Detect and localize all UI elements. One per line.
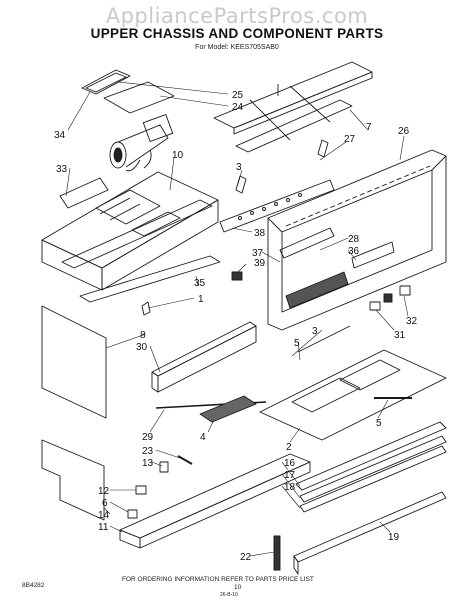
part-23 xyxy=(177,455,193,465)
part-frame-7 xyxy=(213,61,373,153)
callout-10: 10 xyxy=(172,150,184,161)
callout-32: 32 xyxy=(406,316,418,327)
callout-5-lower: 5 xyxy=(376,418,382,429)
callout-17: 17 xyxy=(284,470,296,481)
watermark: AppliancePartsPros.com xyxy=(105,4,369,28)
part-panel-19 xyxy=(293,491,447,575)
part-plate-24 xyxy=(103,81,175,114)
callout-27: 27 xyxy=(344,134,356,145)
callout-33: 33 xyxy=(56,164,68,175)
callout-36: 36 xyxy=(348,246,360,257)
callout-12: 12 xyxy=(98,486,110,497)
part-plate-33 xyxy=(59,177,109,209)
callout-19: 19 xyxy=(388,532,400,543)
callout-22: 22 xyxy=(240,552,252,563)
part-lower-panel-14 xyxy=(41,439,105,521)
part-fan-motor xyxy=(109,114,174,172)
part-6 xyxy=(127,509,138,519)
callout-14: 14 xyxy=(98,510,110,521)
callout-1: 1 xyxy=(198,294,204,305)
part-12 xyxy=(135,485,147,495)
callout-29: 29 xyxy=(142,432,154,443)
part-bracket-3 xyxy=(235,139,329,194)
part-base-plate-5 xyxy=(259,325,447,441)
page-number: 10 xyxy=(234,584,242,591)
callout-28: 28 xyxy=(348,234,360,245)
callout-38: 38 xyxy=(254,228,266,239)
part-switch-39 xyxy=(231,271,243,281)
part-13 xyxy=(159,461,169,473)
callout-26: 26 xyxy=(398,126,410,137)
callout-3-lower: 3 xyxy=(312,326,318,337)
part-top-cover-10 xyxy=(41,171,219,291)
callout-34: 34 xyxy=(54,130,66,141)
callout-7: 7 xyxy=(366,122,372,133)
callout-13: 13 xyxy=(142,458,154,469)
callout-25: 25 xyxy=(232,90,244,101)
part-switch-strip-36 xyxy=(351,241,395,269)
part-strip-35 xyxy=(79,255,221,303)
callout-30: 30 xyxy=(136,342,148,353)
callout-6: 6 xyxy=(102,498,108,509)
part-clip-1 xyxy=(141,301,151,316)
part-switch-32 xyxy=(399,285,411,296)
callout-4: 4 xyxy=(200,432,206,443)
part-bar-22 xyxy=(273,535,281,571)
part-switch-31 xyxy=(369,301,381,311)
part-channel-30 xyxy=(151,321,257,393)
callout-35: 35 xyxy=(194,278,206,289)
part-grille-28 xyxy=(279,227,349,309)
ordering-note: FOR ORDERING INFORMATION REFER TO PARTS … xyxy=(122,576,314,583)
part-filter-4 xyxy=(199,395,257,423)
diagram-code: 8B4282 xyxy=(22,582,45,589)
callout-23: 23 xyxy=(142,446,154,457)
part-door-frame-26 xyxy=(267,149,447,331)
part-front-panel-16 xyxy=(295,421,447,513)
callout-11: 11 xyxy=(98,522,109,533)
stamp: 26-B-10 xyxy=(220,592,238,598)
part-bracket-25 xyxy=(81,69,131,95)
callout-24: 24 xyxy=(232,102,244,113)
callout-37: 37 xyxy=(252,248,264,259)
part-side-panel-8 xyxy=(41,305,107,419)
callout-18: 18 xyxy=(284,482,296,493)
part-tray-11 xyxy=(119,453,311,549)
callout-8: 8 xyxy=(140,330,146,341)
callout-3-upper: 3 xyxy=(236,162,242,173)
callout-31: 31 xyxy=(394,330,406,341)
model-line: For Model: KEES705SAB0 xyxy=(195,44,279,51)
callout-2: 2 xyxy=(286,442,292,453)
callout-16: 16 xyxy=(284,458,296,469)
callout-39: 39 xyxy=(254,258,266,269)
part-control-panel-38 xyxy=(219,179,335,233)
callout-5-upper: 5 xyxy=(294,338,300,349)
page-title: UPPER CHASSIS AND COMPONENT PARTS xyxy=(90,26,384,41)
